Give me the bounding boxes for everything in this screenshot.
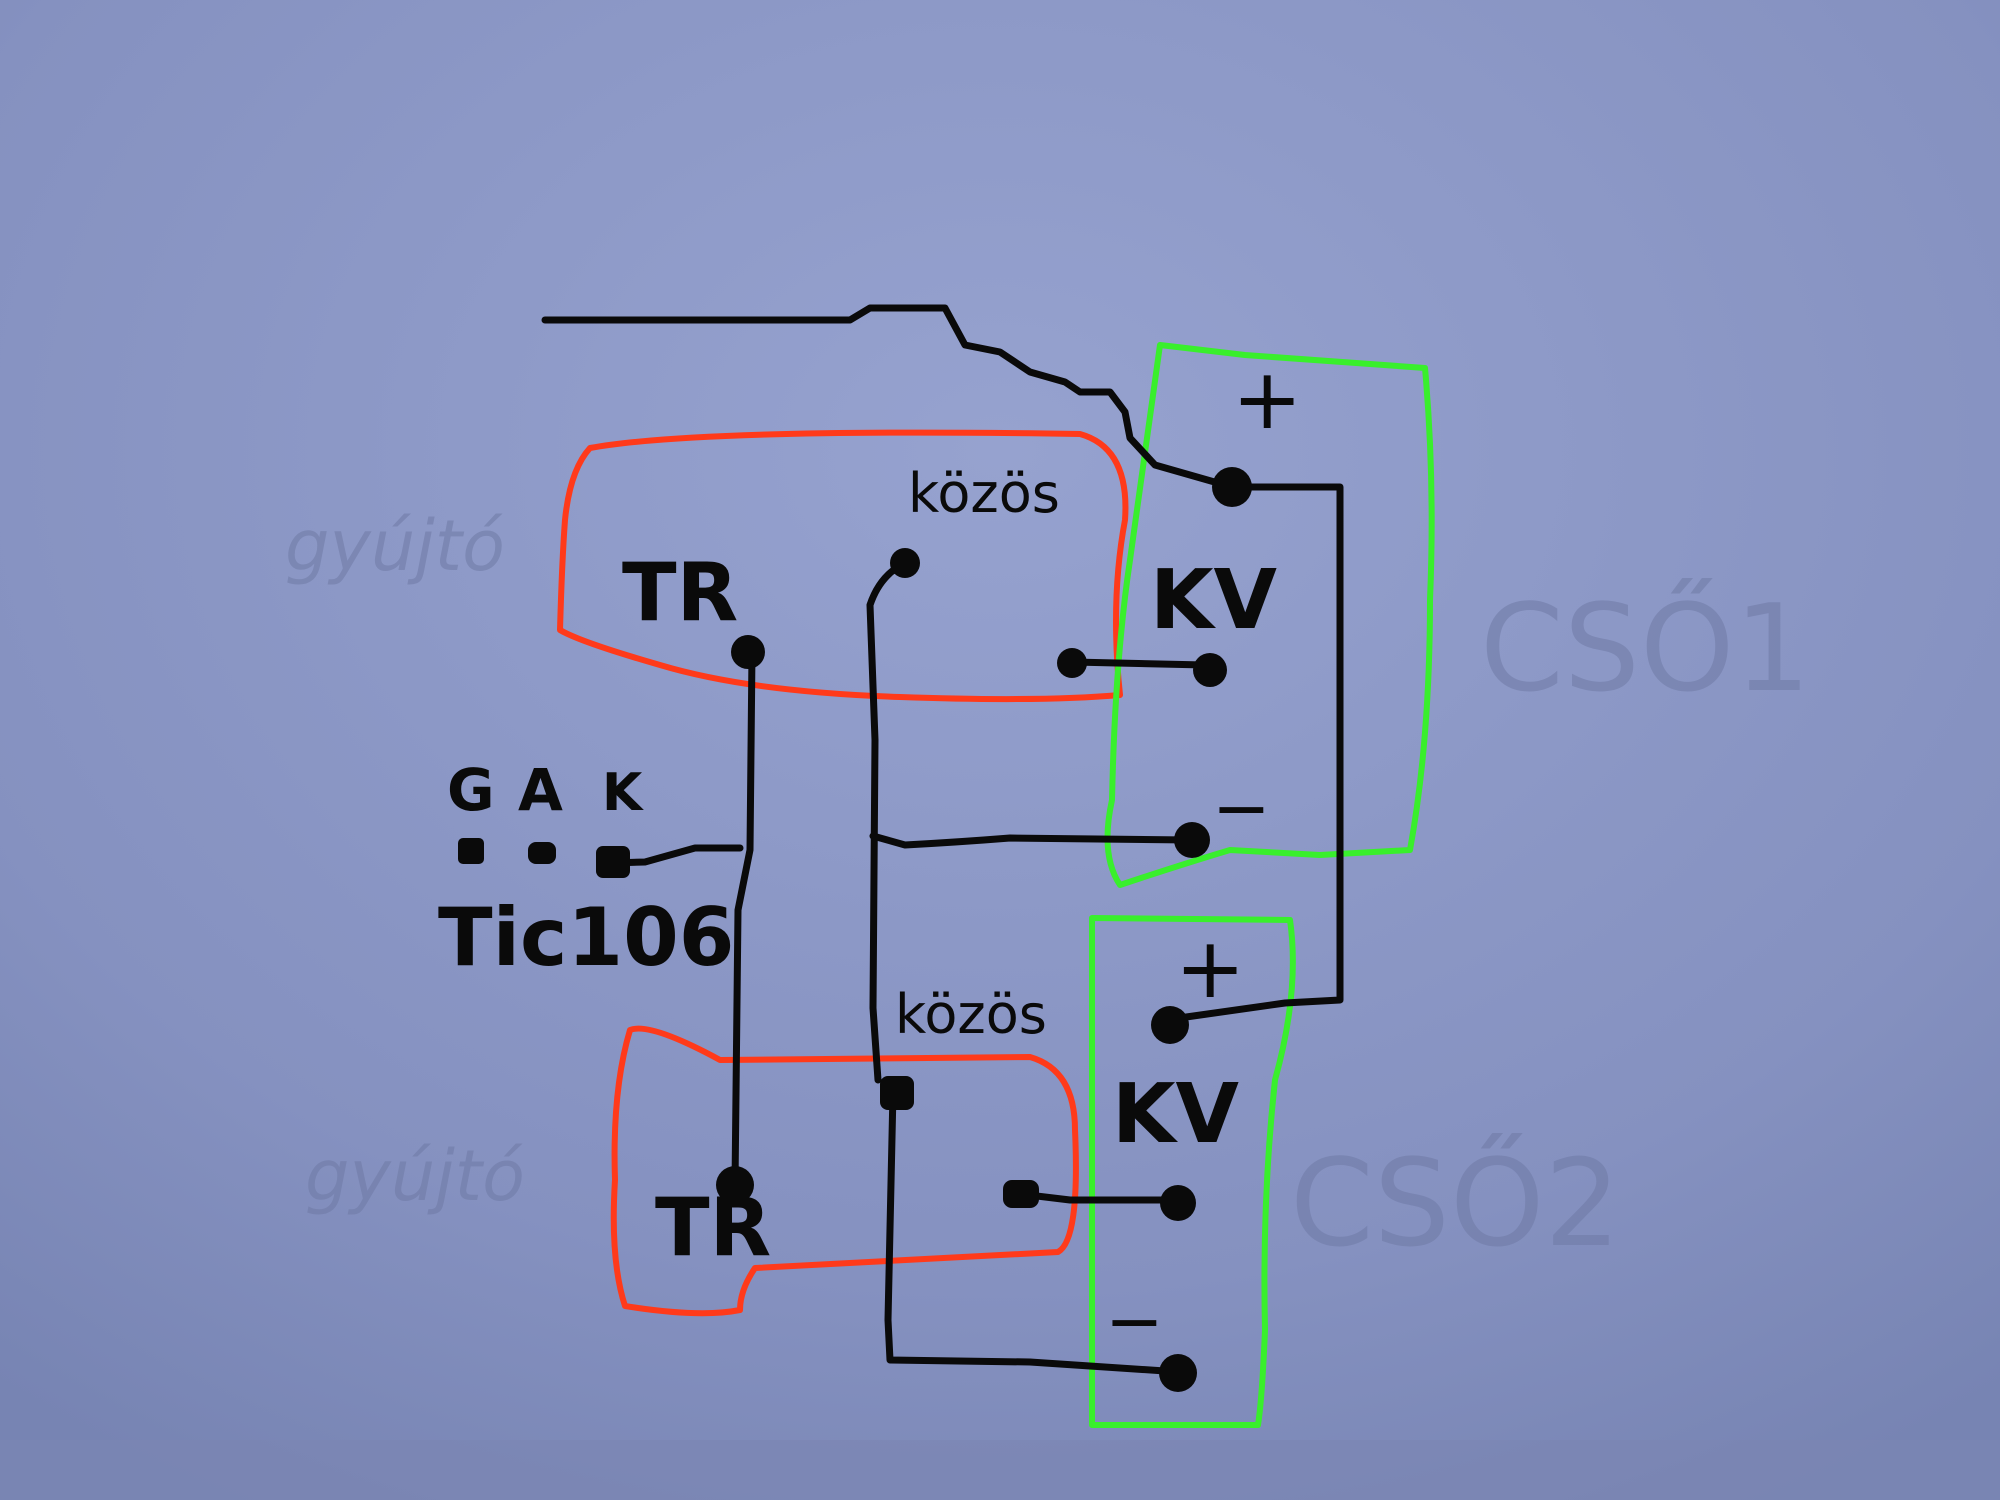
paper-bottom-shadow [0,1440,2000,1500]
node-bottom-secondary [716,1166,754,1204]
capacitor-minus-bottom: − [1105,1280,1164,1362]
common-label-bottom: közös [895,983,1047,1046]
node-bottom-primary-right [1160,1185,1196,1221]
capacitor-outline-top [1104,342,1435,888]
capacitor-label-bottom: KV [1112,1067,1240,1162]
node-pin-k [596,846,630,878]
node-top-plus [1212,467,1252,507]
connection-nodes [458,467,1252,1392]
node-pin-g [458,838,484,864]
wire-gate-feed [731,648,756,1189]
wire-right-rail [1161,483,1344,1024]
wire-top-minus [869,832,1194,849]
transformer-label-bottom: TR [655,1181,771,1274]
capacitor-plus-top: + [1232,350,1302,448]
node-top-minus [1174,822,1210,858]
node-pin-a [528,842,556,864]
node-bottom-primary-left [1003,1180,1039,1208]
node-top-primary-left [1057,648,1087,678]
wire-cathode-link [608,844,744,867]
transformer-outline-top [557,429,1129,703]
wire-top-primary [1069,658,1209,669]
transformer-outline-bottom [610,1025,1079,1317]
node-bottom-common [880,1076,914,1110]
wire-bottom-common [884,1088,1184,1376]
pin-label-g: G [447,756,495,824]
capacitor-plus-bottom: + [1175,919,1245,1017]
labels: közös közös TR TR KV KV + − + − G A K Ti… [438,350,1302,1362]
node-bottom-plus [1151,1006,1189,1044]
pin-label-a: A [518,756,563,824]
node-top-secondary [731,635,765,669]
node-top-primary-right [1193,653,1227,687]
node-top-common [890,548,920,578]
faint-label-upper-right: CSŐ1 [1480,579,1811,719]
capacitor-minus-top: − [1212,767,1271,849]
common-label-top: közös [908,462,1060,525]
wire-top-feed [541,304,1229,489]
node-bottom-minus [1159,1354,1197,1392]
faint-handwriting: gyújtó gyújtó CSŐ1 CSŐ2 [285,505,1811,1274]
capacitor-label-top: KV [1150,553,1278,648]
capacitor-outline-bottom [1089,915,1296,1428]
thyristor-part-number: Tic106 [438,891,734,984]
faint-label-upper-left: gyújtó [285,505,505,587]
transformer-label-top: TR [622,546,738,639]
pin-label-k: K [602,763,644,823]
faint-label-lower-right: CSŐ2 [1290,1134,1621,1274]
faint-label-lower-left: gyújtó [305,1135,525,1217]
